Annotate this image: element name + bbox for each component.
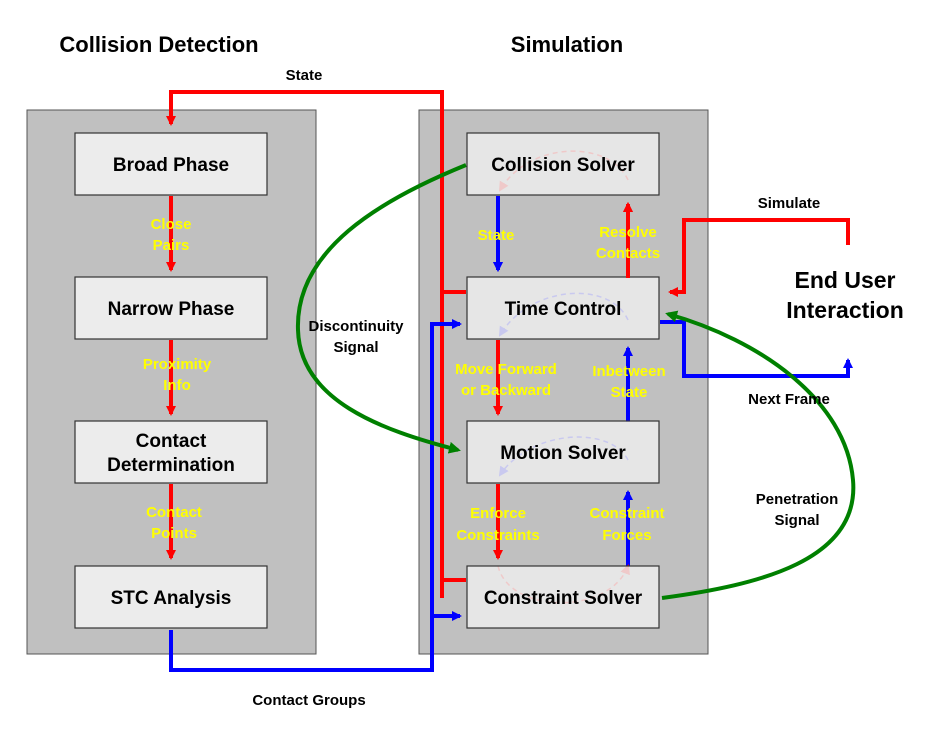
constraint-solver-box (466, 565, 660, 629)
proximity-info-label-1: Proximity (143, 356, 212, 373)
end-user-label-2: Interaction (786, 297, 904, 323)
discontinuity-label-1: Discontinuity (308, 318, 404, 335)
contact-determination-label-1: Contact (136, 431, 207, 452)
contact-groups-to-time-control (430, 319, 462, 616)
time-control-label: Time Control (505, 299, 622, 320)
constraint-forces-label-1: Constraint (590, 505, 665, 522)
state-top-label: State (286, 67, 323, 84)
contact-determination-label-2: Determination (107, 455, 235, 476)
state-feedback-line (166, 90, 444, 598)
proximity-info-label-2: Info (163, 377, 191, 394)
contact-groups-label: Contact Groups (252, 692, 365, 709)
close-pairs-label-1: Close (151, 216, 192, 233)
penetration-label-2: Signal (774, 512, 819, 529)
inbetween-state-label-1: Inbetween (592, 363, 665, 380)
contact-determination-box (74, 420, 268, 484)
collision-solver-label: Collision Solver (491, 155, 635, 176)
next-frame-label: Next Frame (748, 391, 830, 408)
inbetween-state-label-2: State (611, 384, 648, 401)
stc-analysis-box (74, 565, 268, 629)
constraint-forces-label-2: Forces (602, 527, 651, 544)
contact-groups-line (169, 611, 462, 672)
broad-phase-label: Broad Phase (113, 155, 229, 176)
resolve-contacts-label-1: Resolve (599, 224, 657, 241)
resolve-contacts-label-2: Contacts (596, 245, 660, 262)
contact-points-label-1: Contact (146, 504, 202, 521)
motion-solver-label: Motion Solver (500, 443, 626, 464)
simulation-title: Simulation (511, 32, 623, 57)
contact-points-label-2: Points (151, 525, 197, 542)
close-pairs-label-2: Pairs (153, 237, 190, 254)
narrow-phase-label: Narrow Phase (108, 299, 235, 320)
enforce-constraints-label-1: Enforce (470, 505, 526, 522)
penetration-label-1: Penetration (756, 491, 839, 508)
simulation-panel (418, 109, 709, 655)
motion-solver-box (466, 420, 660, 484)
enforce-constraints-label-2: Constraints (456, 527, 539, 544)
collision-solver-box (466, 132, 660, 196)
move-forward-label-2: or Backward (461, 382, 551, 399)
simulate-line (668, 218, 850, 297)
narrow-phase-box (74, 276, 268, 340)
broad-phase-box (74, 132, 268, 196)
simulate-label: Simulate (758, 195, 821, 212)
discontinuity-label-2: Signal (333, 339, 378, 356)
state-inner-label: State (478, 227, 515, 244)
move-forward-label-1: Move Forward (455, 361, 557, 378)
time-control-box (466, 276, 660, 340)
constraint-solver-label: Constraint Solver (484, 588, 643, 609)
stc-analysis-label: STC Analysis (111, 588, 232, 609)
end-user-label-1: End User (795, 267, 896, 293)
penetration-signal-curve (661, 310, 856, 600)
collision-detection-title: Collision Detection (59, 32, 258, 57)
discontinuity-signal-curve (295, 163, 467, 454)
